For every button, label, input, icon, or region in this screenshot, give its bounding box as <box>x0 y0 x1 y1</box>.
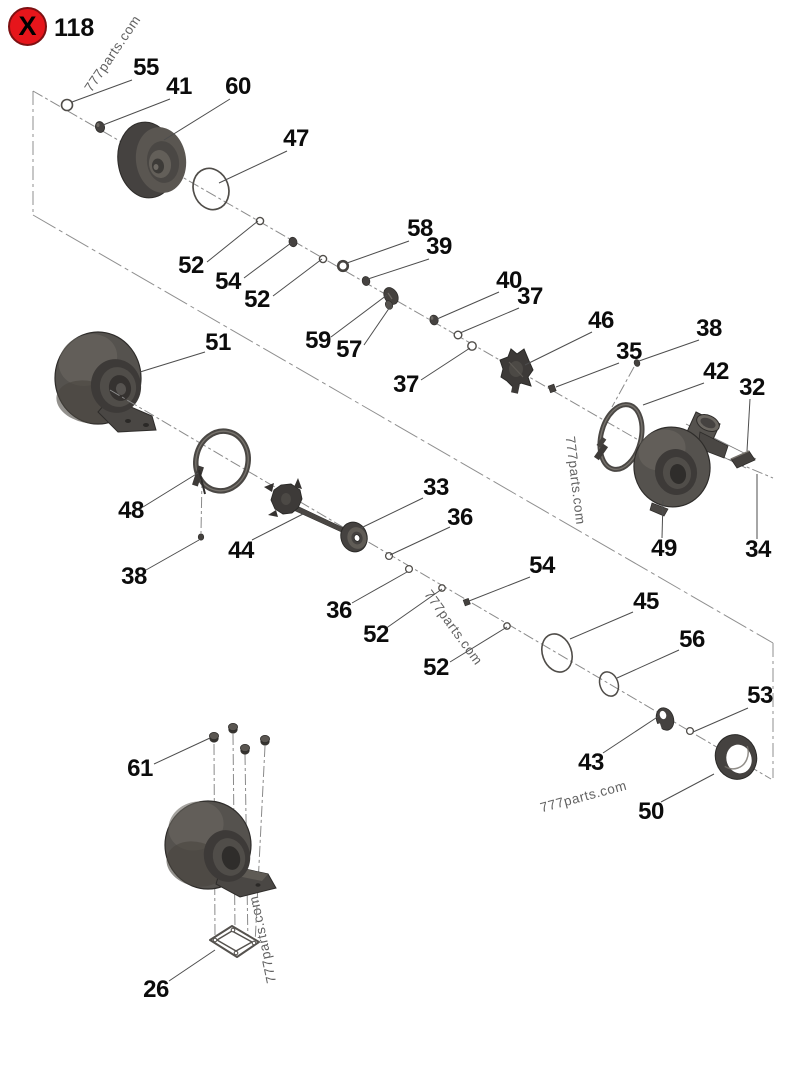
callout-39: 39 <box>426 233 452 260</box>
callout-53: 53 <box>747 682 773 709</box>
callout-52: 52 <box>423 654 449 681</box>
callout-48: 48 <box>118 497 144 524</box>
part-35-bolt <box>547 383 557 394</box>
part-44-shaft-and-wheel <box>264 478 358 539</box>
part-52-ring <box>255 216 265 226</box>
callout-40: 40 <box>496 267 522 294</box>
callout-44: 44 <box>228 537 254 564</box>
part-36-ring <box>404 564 414 574</box>
callout-38: 38 <box>696 315 722 342</box>
callout-37: 37 <box>393 371 419 398</box>
boundary-lines <box>32 91 774 778</box>
part-50-seal-ring <box>714 732 758 780</box>
part-45-oring <box>541 633 573 673</box>
part-37-ring <box>453 330 463 340</box>
part-38-bolt <box>633 359 641 367</box>
callout-43: 43 <box>578 749 604 776</box>
callout-52: 52 <box>363 621 389 648</box>
callout-56: 56 <box>679 626 705 653</box>
callout-32: 32 <box>739 374 765 401</box>
x-marker-glyph: X <box>18 11 37 41</box>
part-41-spacer <box>95 121 105 133</box>
callout-55: 55 <box>133 54 159 81</box>
part-46-turbine-wheel <box>499 348 534 394</box>
callout-58: 58 <box>407 215 433 242</box>
callout-38: 38 <box>121 563 147 590</box>
callout-61: 61 <box>127 755 153 782</box>
callout-35: 35 <box>616 338 642 365</box>
part-52-ring <box>318 254 328 264</box>
part-61-nuts <box>209 723 270 755</box>
callout-57: 57 <box>336 336 362 363</box>
callout-50: 50 <box>638 798 664 825</box>
part-38-bolt <box>197 533 205 541</box>
leader-lines <box>71 79 758 982</box>
callout-49: 49 <box>651 535 677 562</box>
part-56-oring <box>598 671 620 697</box>
part-26-gasket <box>209 925 260 958</box>
part-48-vband-clamp <box>192 428 251 495</box>
part-42-vband-clamp <box>593 402 645 472</box>
callout-37: 37 <box>517 283 543 310</box>
callout-36: 36 <box>326 597 352 624</box>
part-32-34-clamp-plate <box>730 450 756 469</box>
callout-54: 54 <box>529 552 555 579</box>
part-43-oil-flinger <box>654 707 675 732</box>
part-49-compressor-housing <box>633 411 729 517</box>
callout-47: 47 <box>283 125 309 152</box>
part-60-backplate <box>117 121 187 199</box>
callout-45: 45 <box>633 588 659 615</box>
part-36-ring <box>384 551 394 561</box>
callout-59: 59 <box>305 327 331 354</box>
callout-52: 52 <box>178 252 204 279</box>
part-53-ring <box>685 726 695 736</box>
callout-34: 34 <box>745 536 771 563</box>
callout-36: 36 <box>447 504 473 531</box>
part-54-bolt <box>462 597 471 607</box>
callout-41: 41 <box>166 73 192 100</box>
callout-51: 51 <box>205 329 231 356</box>
callout-33: 33 <box>423 474 449 501</box>
part-55-retaining-ring <box>60 98 74 112</box>
bottom-turbine-housing <box>164 800 277 898</box>
callout-52: 52 <box>244 286 270 313</box>
callout-26: 26 <box>143 976 169 1003</box>
callout-60: 60 <box>225 73 251 100</box>
part-59-57-deflector <box>383 287 399 310</box>
part-33-thrust-collar <box>340 521 368 553</box>
x-marker-icon: X <box>8 7 47 46</box>
callout-46: 46 <box>588 307 614 334</box>
part-51-turbine-housing <box>54 331 157 433</box>
part-58-seal-ring <box>336 259 350 273</box>
figure-number: 118 <box>54 14 95 42</box>
callout-42: 42 <box>703 358 729 385</box>
part-47-oring <box>192 167 230 211</box>
part-54-nut <box>288 236 298 248</box>
callout-54: 54 <box>215 268 241 295</box>
